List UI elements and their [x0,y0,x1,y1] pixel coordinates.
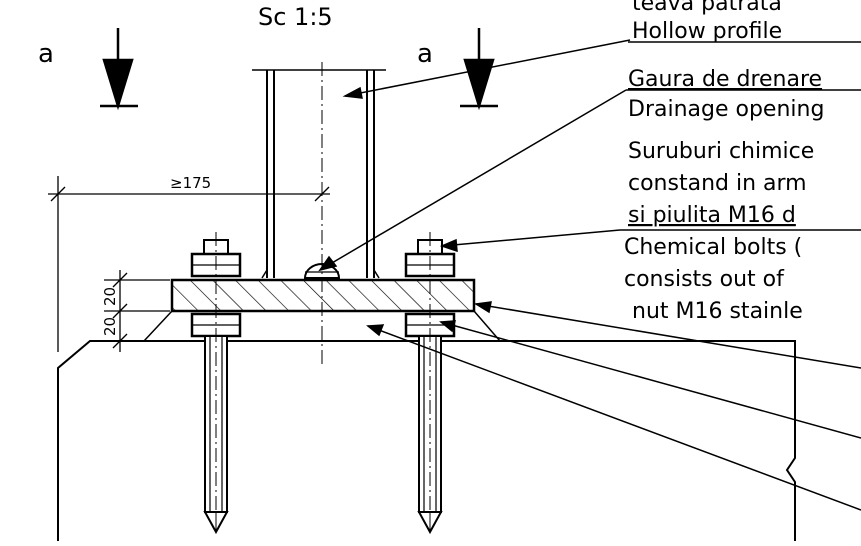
label-profile-ro: teava patrata [632,0,782,16]
dimension-edge-distance [48,176,330,352]
label-bolts-en-3: nut M16 stainle [632,299,803,324]
label-bolts-ro-2: constand in arm [628,171,807,196]
concrete-foundation [57,340,796,541]
leader-lines [318,39,861,511]
scale-label: Sc 1:5 [258,3,333,31]
section-label-left: a [38,39,54,69]
section-label-right: a [417,39,433,69]
dimension-vertical [104,270,170,352]
label-bolts-ro-1: Suruburi chimice [628,139,814,164]
label-drain-ro: Gaura de drenare [628,67,822,92]
label-bolts-ro-3: si piulita M16 d [628,203,796,228]
label-bolts-en-1: Chemical bolts ( [624,235,802,260]
base-plate [170,278,476,313]
section-arrow-left [100,28,138,111]
annotation-text: teava patrata Hollow profile Gaura de dr… [624,0,824,324]
dimension-grout-label: 20 [101,317,119,336]
grout-layer [143,310,501,342]
label-drain-en: Drainage opening [628,97,824,122]
label-profile-en: Hollow profile [632,19,782,44]
dimension-edge-distance-label: ≥175 [170,174,211,192]
label-bolts-en-2: consists out of [624,267,785,292]
hollow-profile [252,69,386,279]
dimension-plate-label: 20 [101,287,119,306]
